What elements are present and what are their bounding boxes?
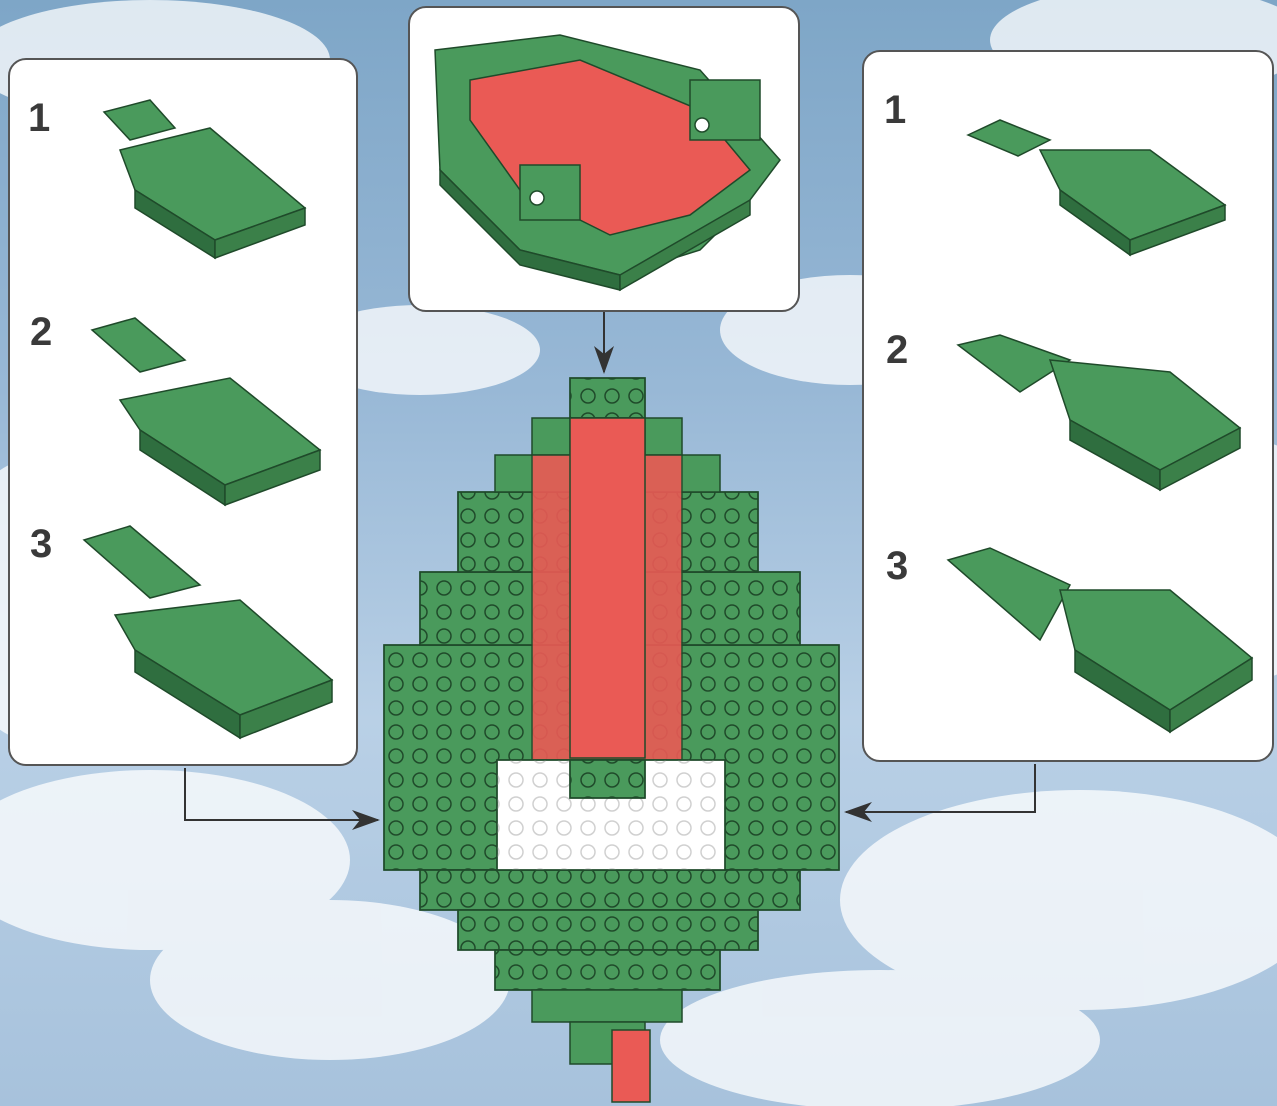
assembled-model-drawing [435, 35, 780, 290]
left-step-2-piece [92, 318, 320, 505]
right-step-2-piece [958, 335, 1240, 490]
top-view-layout [384, 378, 839, 1102]
left-step-1-piece [104, 100, 305, 258]
right-step-1-piece [968, 120, 1225, 255]
right-step-3-piece [948, 548, 1252, 732]
left-step-3-piece [84, 526, 332, 738]
